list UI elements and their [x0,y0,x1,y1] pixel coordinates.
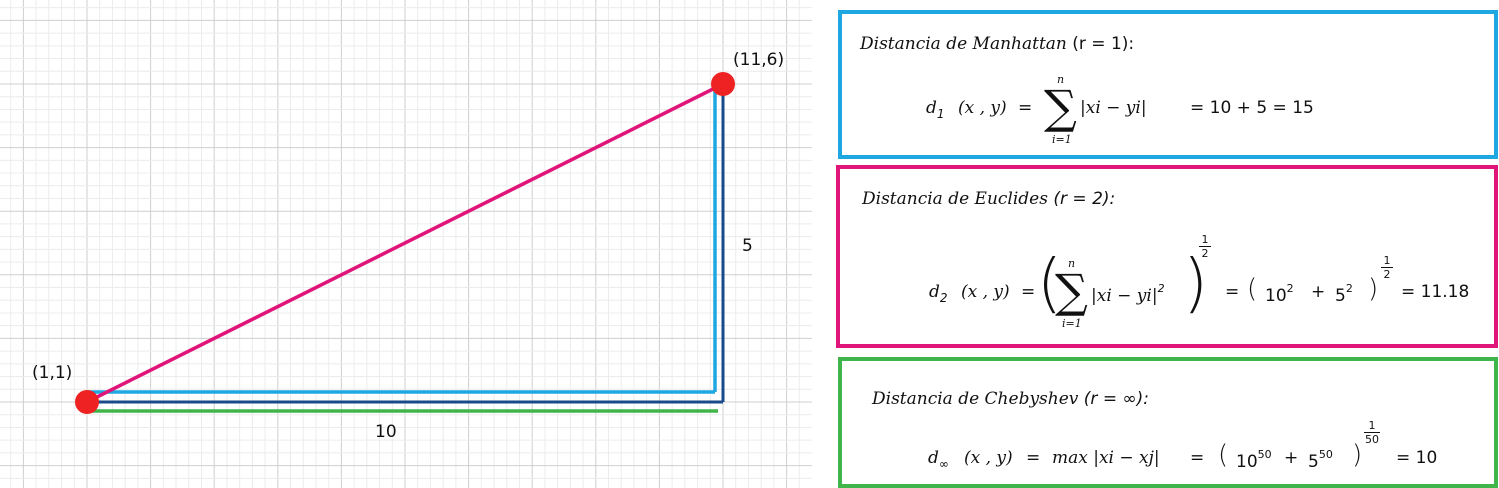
point-b [711,72,735,96]
vertical-distance-label: 5 [742,236,753,256]
euclides-path [86,82,724,404]
summation-symbol: ∑ [1055,264,1088,318]
point-b-label: (11,6) [733,50,784,70]
euclides-title: Distancia de Euclides (r = 2): [862,189,1116,209]
euclides-box: Distancia de Euclides (r = 2): d2 (x , y… [836,165,1498,348]
horizontal-distance-label: 10 [375,422,397,442]
chebyshev-formula: d∞ (x , y) = max |xi − xj| = ( 1050 + 55… [928,419,1438,472]
manhattan-formula: d1 (x , y) = n ∑ i=1 |xi − yi| = 10 + 5 … [926,73,1314,146]
chebyshev-title: Distancia de Chebyshev (r = ∞): [872,389,1149,409]
point-a-label: (1,1) [32,363,72,383]
close-paren: ) [1183,247,1208,321]
chebyshev-box: Distancia de Chebyshev (r = ∞): d∞ (x , … [838,357,1498,488]
manhattan-box: Distancia de Manhattan (r = 1): d1 (x , … [838,10,1498,159]
summation-symbol: ∑ [1044,80,1077,134]
open-paren: ( [1037,247,1062,321]
point-a [75,390,99,414]
manhattan-title: Distancia de Manhattan (r = 1): [860,34,1135,54]
distance-diagram: (1,1) (11,6) 10 5 [0,0,812,488]
